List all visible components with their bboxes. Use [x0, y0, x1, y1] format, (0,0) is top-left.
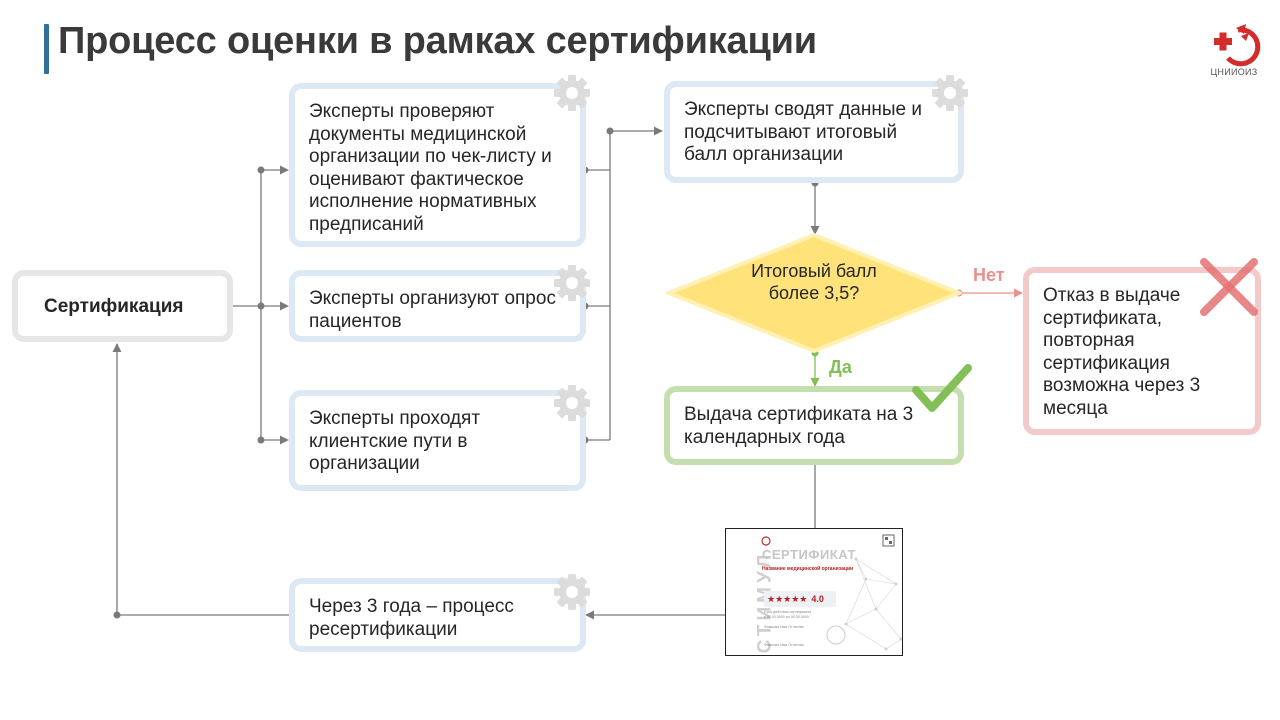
decision-text: Итоговый балл более 3,5? — [751, 261, 877, 303]
step-aggregate-score: Эксперты сводят данные и подсчитывают ит… — [664, 81, 964, 183]
cniioiz-logo — [1214, 24, 1261, 67]
gear-icon — [554, 265, 590, 301]
start-box-certification: Сертификация — [12, 270, 233, 342]
step-document-check: Эксперты проверяют документы медицинской… — [289, 83, 586, 247]
issue-certificate-box: Выдача сертификата на 3 календарных года — [664, 386, 964, 465]
gear-icon — [554, 574, 590, 610]
step-recertification: Через 3 года – процесс ресертификации — [289, 578, 586, 652]
step-client-paths: Эксперты проходят клиентские пути в орга… — [289, 390, 586, 491]
decision-diamond — [666, 232, 962, 354]
yes-label: Да — [829, 357, 852, 377]
no-label: Нет — [973, 265, 1005, 285]
certificate-signer-1: Фамилия Имя Отчество — [764, 625, 804, 629]
certificate-network-pattern — [761, 534, 902, 651]
certificate-org-name: Название медицинской организации — [762, 566, 854, 572]
certificate-score: 4.0 — [811, 594, 824, 604]
gear-icon — [554, 75, 590, 111]
title-accent-bar — [44, 24, 49, 74]
cross-mark-icon — [1200, 258, 1258, 316]
certificate-dates: с 00.00.0000 по 00.00.0000 — [764, 615, 809, 619]
certificate-signer-2: Фамилия Имя Отчество — [764, 643, 804, 647]
logo-caption: ЦНИИОИЗ — [1210, 67, 1258, 77]
certificate-validity: Срок действия сертификата — [764, 610, 812, 614]
page-title: Процесс оценки в рамках сертификации — [58, 20, 817, 62]
certificate-stars: ★★★★★ — [767, 594, 808, 604]
gear-icon — [554, 385, 590, 421]
certificate-rating: ★★★★★4.0 — [764, 591, 836, 607]
certificate-title: СЕРТИФИКАТ — [762, 547, 856, 562]
certificate-image: СТИМУЛ СЕРТИФИКАТ Название медицинской о… — [725, 528, 903, 656]
gear-icon — [932, 75, 968, 111]
check-mark-icon — [912, 364, 972, 412]
step-patient-survey: Эксперты организуют опрос пациентов — [289, 270, 586, 342]
